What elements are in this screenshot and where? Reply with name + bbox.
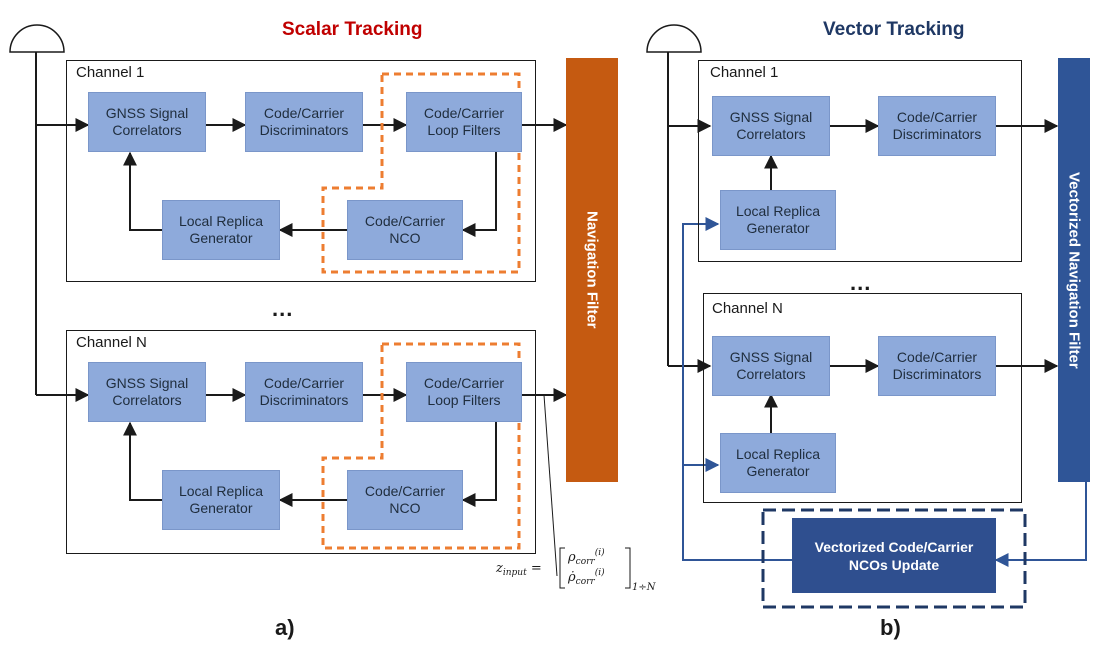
vector-channel-1-label: Channel 1 xyxy=(710,64,779,81)
scalar-chN-arrows xyxy=(123,388,568,507)
formula-outer-sub: 1÷N xyxy=(632,582,656,593)
scalar-ch1-loop-filters: Code/Carrier Loop Filters xyxy=(406,92,522,152)
vector-ch1-correlators: GNSS Signal Correlators xyxy=(712,96,830,156)
vector-channel-N-label: Channel N xyxy=(712,300,783,317)
formula-brackets xyxy=(559,547,631,589)
formula-z-input: zinput = xyxy=(496,561,542,578)
vector-ellipsis: ... xyxy=(850,270,872,295)
formula-rhodot-sup: (i) xyxy=(594,568,605,578)
formula-rho-dot: ρ̇corr(i) xyxy=(568,568,605,587)
formula-lhs: z xyxy=(496,561,503,576)
scalar-channel-N-box xyxy=(66,330,536,554)
scalar-signal-lines xyxy=(35,52,90,402)
vector-channel-arrows xyxy=(764,119,1059,433)
formula-pointer-line xyxy=(543,394,558,577)
scalar-chN-loop-filters: Code/Carrier Loop Filters xyxy=(406,362,522,422)
vector-chN-correlators: GNSS Signal Correlators xyxy=(712,336,830,396)
formula-rhodot-sub: corr xyxy=(575,577,595,587)
formula-rho-sup: (i) xyxy=(594,548,605,558)
scalar-title: Scalar Tracking xyxy=(282,19,423,40)
scalar-ch1-discriminators: Code/Carrier Discriminators xyxy=(245,92,363,152)
vector-channel-1-box xyxy=(698,60,1022,262)
scalar-chN-discriminators: Code/Carrier Discriminators xyxy=(245,362,363,422)
caption-b: b) xyxy=(880,615,901,640)
vectorized-navigation-filter-label: Vectorized Navigation Filter xyxy=(1065,171,1083,369)
vectorized-nco-update: Vectorized Code/Carrier NCOs Update xyxy=(792,518,996,593)
antenna-icon xyxy=(646,24,702,53)
formula-lhs-sub: input xyxy=(502,568,527,578)
scalar-ch1-arrows xyxy=(123,118,568,237)
scalar-ellipsis: ... xyxy=(272,296,294,321)
vector-title: Vector Tracking xyxy=(823,19,965,40)
vector-ch1-discriminators: Code/Carrier Discriminators xyxy=(878,96,996,156)
scalar-chN-replica: Local Replica Generator xyxy=(162,470,280,530)
vector-nco-dashed-outline xyxy=(761,508,1027,609)
scalar-ch1-correlators: GNSS Signal Correlators xyxy=(88,92,206,152)
navigation-filter-label: Navigation Filter xyxy=(583,211,601,329)
scalar-chN-correlators: GNSS Signal Correlators xyxy=(88,362,206,422)
vectorized-navigation-filter: Vectorized Navigation Filter xyxy=(1058,58,1090,482)
formula-rho: ρcorr(i) xyxy=(568,548,605,567)
scalar-channel-1-label: Channel 1 xyxy=(76,64,145,81)
caption-a: a) xyxy=(275,615,295,640)
vector-chN-replica: Local Replica Generator xyxy=(720,433,836,493)
navigation-filter: Navigation Filter xyxy=(566,58,618,482)
scalar-ch1-replica: Local Replica Generator xyxy=(162,200,280,260)
scalar-chN-loop-outline xyxy=(321,342,521,550)
vector-channel-N-box xyxy=(703,293,1022,503)
scalar-chN-nco: Code/Carrier NCO xyxy=(347,470,463,530)
vector-chN-discriminators: Code/Carrier Discriminators xyxy=(878,336,996,396)
antenna-icon xyxy=(9,24,65,53)
scalar-channel-N-label: Channel N xyxy=(76,334,147,351)
vector-ch1-replica: Local Replica Generator xyxy=(720,190,836,250)
scalar-ch1-nco: Code/Carrier NCO xyxy=(347,200,463,260)
scalar-ch1-loop-outline xyxy=(321,72,521,274)
scalar-channel-1-box xyxy=(66,60,536,282)
formula-rho-sub: corr xyxy=(575,557,595,567)
